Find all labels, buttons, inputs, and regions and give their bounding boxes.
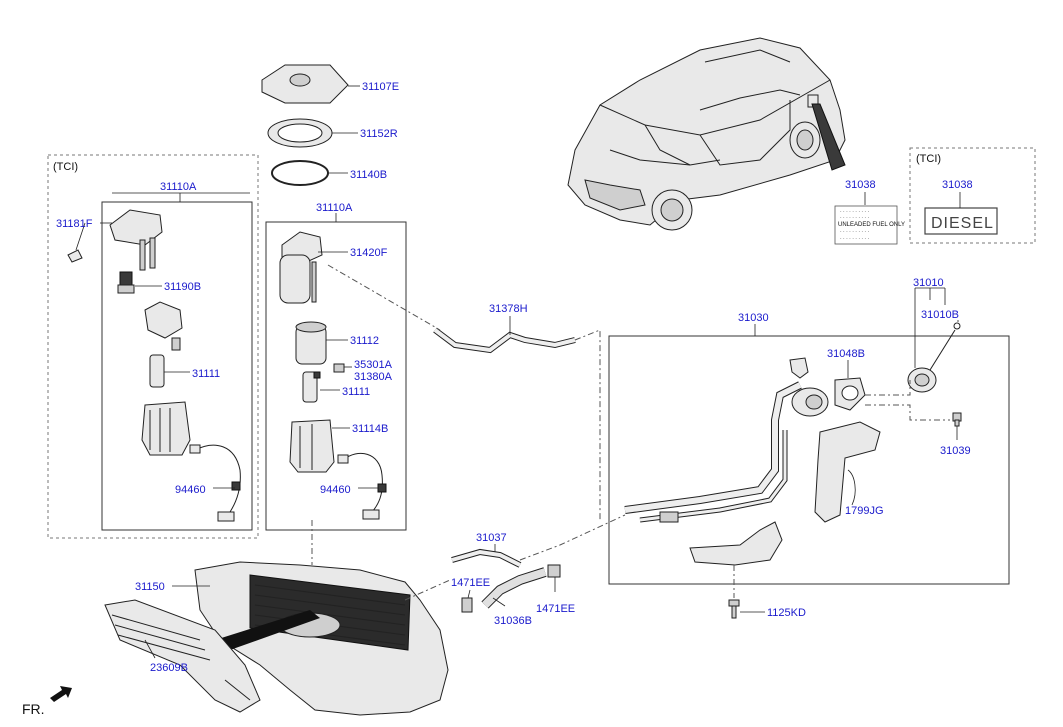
label-35301A[interactable]: 35301A — [354, 359, 393, 371]
diesel-badge-text: DIESEL — [931, 215, 994, 232]
bolt-1125KD — [728, 599, 740, 619]
label-23609B[interactable]: 23609B — [150, 662, 188, 674]
heat-protector-23609B — [104, 599, 261, 713]
pump-flange-left — [109, 209, 163, 271]
shield-1799JG — [814, 421, 881, 523]
harness-right — [337, 452, 387, 520]
label-1799JG[interactable]: 1799JG — [845, 505, 884, 517]
reservoir-left — [141, 401, 191, 456]
pump-flange-right — [279, 231, 323, 304]
svg-text:· · · · · · · · · ·: · · · · · · · · · · — [840, 236, 869, 242]
diesel-badge — [924, 207, 998, 235]
front-direction-label: FR. — [22, 701, 45, 717]
hose-31036B — [481, 567, 547, 609]
label-31380A[interactable]: 31380A — [354, 371, 393, 383]
bolt-31039 — [952, 412, 962, 427]
filler-assembly-box — [608, 335, 1010, 585]
label-31112[interactable]: 31112 — [350, 335, 379, 347]
label-31039[interactable]: 31039 — [940, 445, 971, 457]
label-31420F[interactable]: 31420F — [350, 247, 388, 259]
label-31111-right[interactable]: 31111 — [342, 386, 370, 398]
svg-text:· · · · · · · · · ·: · · · · · · · · · · — [840, 229, 869, 235]
hose-31037 — [451, 548, 522, 568]
tci-left-box — [47, 154, 259, 539]
lock-ring — [267, 118, 333, 148]
pump-housing-left — [144, 301, 183, 351]
label-31107E[interactable]: 31107E — [362, 81, 399, 93]
label-31010[interactable]: 31010 — [913, 277, 944, 289]
filler-pipe — [624, 381, 802, 523]
connector-housing-cap — [865, 380, 911, 396]
fuel-type-sticker: · · · · · · · · · · · · · · · · · · · · … — [834, 205, 905, 245]
connector-tank-hose — [404, 579, 451, 601]
svg-text:· · · · · · · · · ·: · · · · · · · · · · — [840, 215, 869, 221]
pump-assembly-left-box — [101, 201, 253, 531]
clamp-1471EE-b — [547, 564, 561, 578]
valve-35301A — [333, 363, 345, 373]
car-illustration — [567, 37, 846, 231]
label-31036B[interactable]: 31036B — [494, 615, 532, 627]
label-31111-left[interactable]: 31111 — [192, 368, 220, 380]
label-31150[interactable]: 31150 — [135, 581, 165, 593]
pump-module-31112 — [295, 321, 327, 365]
label-31378H[interactable]: 31378H — [489, 303, 528, 315]
pump-cover-plate — [261, 64, 349, 104]
label-1471EE-b[interactable]: 1471EE — [536, 603, 575, 615]
reservoir-31114B — [289, 419, 335, 473]
label-94460-right[interactable]: 94460 — [320, 484, 351, 496]
label-31110A-right[interactable]: 31110A — [316, 202, 353, 214]
hose-31378H — [433, 327, 576, 354]
label-1471EE-a[interactable]: 1471EE — [451, 577, 490, 589]
packing-seal — [271, 160, 329, 186]
clamp-1471EE-a — [461, 597, 473, 613]
filler-housing-31048B — [834, 377, 866, 411]
label-31110A-left[interactable]: 31110A — [160, 181, 197, 193]
label-31140B[interactable]: 31140B — [350, 169, 387, 181]
connector-tank-filler — [519, 514, 626, 561]
bracket-lower — [689, 521, 783, 566]
svg-text:· · · · · · · · · ·: · · · · · · · · · · — [840, 209, 869, 215]
label-31038-tci[interactable]: 31038 — [942, 179, 973, 191]
tci-right-box — [909, 147, 1036, 244]
connector-hose-filler — [574, 329, 601, 520]
fuel-tank-31150 — [194, 561, 449, 716]
label-31010B[interactable]: 31010B — [921, 309, 959, 321]
front-arrow-icon — [50, 686, 72, 702]
label-94460-left[interactable]: 94460 — [175, 484, 206, 496]
label-31030[interactable]: 31030 — [738, 312, 769, 324]
label-31190B[interactable]: 31190B — [164, 281, 201, 293]
fuel-sticker-text: UNLEADED FUEL ONLY — [838, 222, 905, 228]
fuel-cap-31010 — [907, 322, 961, 393]
label-31048B[interactable]: 31048B — [827, 348, 865, 360]
tci-left-caption: (TCI) — [53, 161, 78, 173]
label-31181F[interactable]: 31181F — [56, 218, 93, 230]
regulator-31190B — [117, 271, 135, 294]
connector-housing-bolt — [865, 404, 950, 421]
tci-right-caption: (TCI) — [916, 153, 941, 165]
leader-lines — [75, 85, 961, 659]
label-31152R[interactable]: 31152R — [360, 128, 398, 140]
harness-left — [189, 444, 241, 522]
fuel-pump-right — [302, 371, 321, 403]
fuel-pump-left — [149, 354, 165, 388]
label-31037[interactable]: 31037 — [476, 532, 507, 544]
plug-31181F — [67, 249, 83, 263]
connector-pump-hose — [327, 264, 441, 331]
filler-neck — [789, 357, 829, 417]
label-31114B[interactable]: 31114B — [352, 423, 388, 435]
label-1125KD[interactable]: 1125KD — [767, 607, 806, 619]
label-31038-car[interactable]: 31038 — [845, 179, 876, 191]
